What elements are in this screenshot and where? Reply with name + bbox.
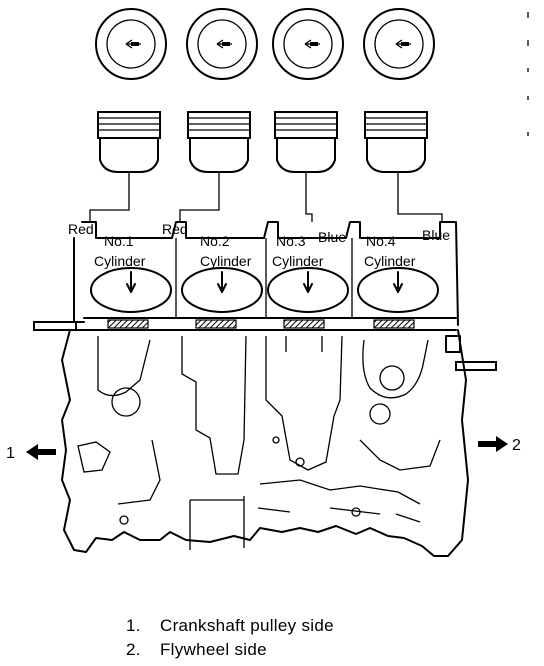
legend-text: Crankshaft pulley side [160,616,334,635]
direction-label-2: 2 [512,437,521,454]
cylinder-number-label: No.3 [276,233,306,249]
legend-number: 1. [126,616,141,635]
piston-side-view-2 [187,111,251,173]
leader-lines [89,172,443,222]
cylinder-number-label: No.1 [104,233,134,249]
cylinder-word-label: Cylinder [272,253,324,269]
direction-arrow-right: 2 [478,436,521,454]
legend-number: 2. [126,640,141,659]
gasket-color-label-4: Blue [422,227,450,243]
piston-top-view-2 [186,8,258,80]
piston-side-view-4 [364,111,428,173]
cylinder-word-label: Cylinder [94,253,146,269]
gasket-color-label-1: Red [68,221,94,237]
cylinder-label-1: No.1 Cylinder [94,233,146,269]
engine-block [33,221,497,557]
gasket-color-label-3: Blue [318,229,346,245]
cylinder-label-4: No.4 Cylinder [364,233,416,269]
direction-arrow-left: 1 [6,444,56,462]
cylinder-label-3: No.3 Cylinder [272,233,324,269]
cylinder-label-2: No.2 Cylinder [200,233,252,269]
cylinder-word-label: Cylinder [364,253,416,269]
right-arrow-icon [478,436,508,452]
legend-item-1: 1. Crankshaft pulley side [126,616,334,640]
left-arrow-icon [26,444,56,460]
legend-item-2: 2. Flywheel side [126,640,334,664]
piston-side-view-1 [97,111,161,173]
piston-top-view-4 [363,8,435,80]
gasket-color-label-2: Red [162,221,188,237]
piston-side-view-3 [274,111,338,173]
cylinder-word-label: Cylinder [200,253,252,269]
cylinder-number-label: No.2 [200,233,230,249]
piston-top-view-1 [95,8,167,80]
legend: 1. Crankshaft pulley side 2. Flywheel si… [126,616,334,664]
direction-label-1: 1 [6,445,15,462]
cylinder-number-label: No.4 [366,233,396,249]
legend-text: Flywheel side [160,640,267,659]
piston-top-view-3 [272,8,344,80]
